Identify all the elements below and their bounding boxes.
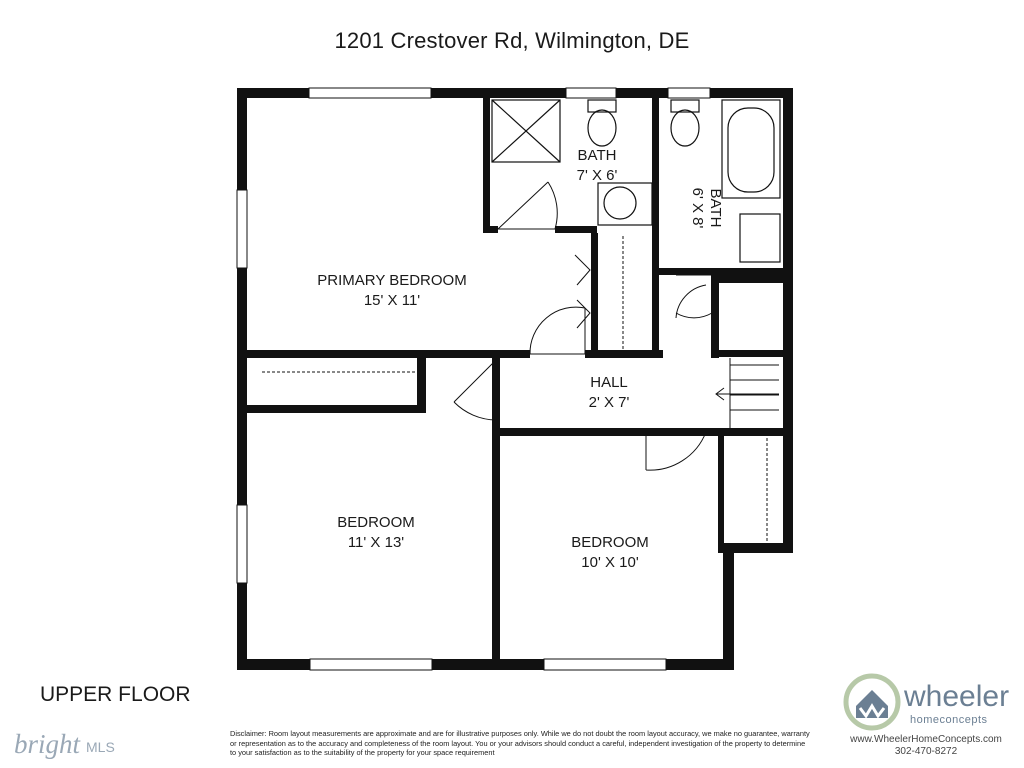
floor-label: UPPER FLOOR	[40, 683, 191, 706]
window-bedroom1-bottom	[309, 658, 433, 671]
window-bath2-top	[667, 87, 711, 99]
door-closet-bifold	[574, 254, 591, 329]
door-bedroom1	[453, 359, 497, 421]
sink-bath1-bowl	[603, 186, 637, 220]
wall-bath1-left	[483, 88, 490, 232]
windows	[236, 87, 711, 671]
shower	[491, 99, 561, 163]
brand-phone: 302-470-8272	[894, 746, 958, 757]
wall-bath2-bottom	[657, 268, 783, 275]
wall-closet-left	[591, 233, 598, 358]
fixtures	[491, 99, 781, 263]
toilet-bath2-bowl	[670, 109, 700, 147]
wall-linen-3	[711, 275, 791, 283]
bathtub	[721, 99, 781, 199]
walls	[237, 88, 793, 670]
bedroom1-dims: 11' X 13'	[348, 534, 404, 551]
wall-bottom	[237, 659, 734, 670]
brand-tagline: homeconcepts	[910, 714, 988, 726]
bath2-dims: 6' X 8'	[689, 188, 706, 229]
primary-bedroom-name: PRIMARY BEDROOM	[317, 272, 466, 289]
toilet-bath2-tank	[670, 99, 700, 113]
brand-house-icon	[843, 673, 901, 731]
door-bedroom2	[645, 431, 707, 471]
door-bath1	[497, 181, 558, 230]
window-bedroom2-bottom	[543, 658, 667, 671]
wall-right-step	[723, 543, 793, 553]
mls-logo-suffix: MLS	[86, 739, 115, 755]
sink-bath1	[597, 182, 653, 226]
wall-closet-right	[718, 436, 724, 553]
window-bedroom1-left	[236, 504, 248, 584]
shower-cross-2	[491, 99, 561, 163]
mls-logo: bright MLS	[14, 729, 124, 763]
toilet-bath1-bowl	[587, 109, 617, 147]
toilet-bath1-tank	[587, 99, 617, 113]
wall-hall-bottom	[492, 428, 792, 436]
mls-logo-word: bright	[14, 729, 81, 759]
primary-bedroom-dims: 15' X 11'	[364, 292, 420, 309]
wall-right-upper	[783, 88, 793, 553]
disclaimer: Disclaimer: Room layout measurements are…	[230, 729, 810, 758]
wall-top	[237, 88, 657, 98]
wall-bath1-bottom-2	[555, 226, 597, 233]
wall-closet-row-side	[417, 358, 426, 413]
wall-bath1-right	[652, 88, 659, 358]
page-title: 1201 Crestover Rd, Wilmington, DE	[334, 28, 690, 53]
hall-name: HALL	[590, 374, 628, 391]
door-hall-linen	[675, 284, 707, 319]
bath1-dims: 7' X 6'	[577, 167, 618, 184]
door-bath2	[675, 274, 713, 319]
closet-lines	[262, 236, 768, 543]
wall-top-right	[657, 88, 793, 98]
doors	[453, 181, 713, 471]
door-primary-closet	[529, 306, 586, 355]
bathtub-inner	[727, 107, 775, 193]
window-primary-left	[236, 189, 248, 269]
wall-bath1-bottom	[483, 226, 498, 233]
stairs	[715, 358, 779, 428]
wall-primary-bottom	[237, 350, 530, 358]
stair-arrow	[715, 387, 779, 401]
hall-dims: 2' X 7'	[589, 394, 630, 411]
wall-right-lower	[723, 543, 734, 670]
wall-left	[237, 88, 247, 670]
bath2-name: BATH	[707, 189, 724, 228]
brand-name: wheeler	[904, 680, 1010, 713]
bedroom1-name: BEDROOM	[337, 514, 415, 531]
wall-linen	[711, 275, 719, 358]
wall-linen-2	[711, 350, 791, 357]
brand-logo: wheeler homeconcepts www.WheelerHomeConc…	[836, 668, 1016, 764]
window-bath1-top	[565, 87, 617, 99]
bath1-name: BATH	[578, 147, 617, 164]
wall-primary-bottom-2	[585, 350, 663, 358]
wall-bedroom-divider	[492, 358, 500, 670]
room-labels: PRIMARY BEDROOM 15' X 11' BATH 7' X 6' B…	[317, 147, 724, 571]
window-primary-top	[308, 87, 432, 99]
bedroom2-dims: 10' X 10'	[581, 554, 639, 571]
bedroom2-name: BEDROOM	[571, 534, 649, 551]
vanity-bath2	[739, 213, 781, 263]
brand-url[interactable]: www.WheelerHomeConcepts.com	[850, 734, 1002, 745]
